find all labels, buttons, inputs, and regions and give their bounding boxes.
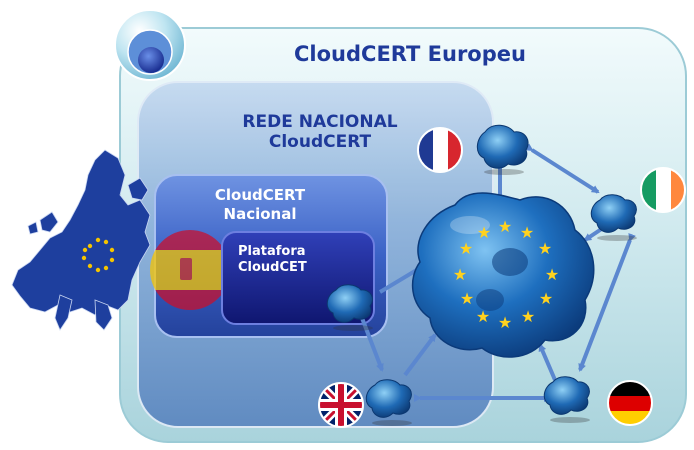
united-kingdom-flag-icon <box>318 382 364 428</box>
germany-flag-icon <box>607 380 653 426</box>
platform-title: Platafora CloudCET <box>238 244 358 276</box>
svg-text:★: ★ <box>520 223 534 242</box>
svg-text:★: ★ <box>538 239 552 258</box>
france-flag-icon <box>417 127 463 173</box>
outer-title: CloudCERT Europeu <box>294 42 526 66</box>
network-node-icon <box>326 284 373 331</box>
eu-stars: ★★★ ★★★ ★★★ ★★★ <box>453 217 559 332</box>
platform-title-line1: Platafora <box>238 244 306 259</box>
svg-text:★: ★ <box>476 307 490 326</box>
svg-text:★: ★ <box>477 223 491 242</box>
svg-text:★: ★ <box>498 217 512 236</box>
svg-text:★: ★ <box>453 265 467 284</box>
eu-map-stars <box>81 237 115 273</box>
logo-bubble-icon <box>114 9 186 81</box>
network-node-icon <box>365 379 412 426</box>
svg-text:★: ★ <box>460 289 474 308</box>
platform-title-line2: CloudCET <box>238 260 307 275</box>
national-box-title: CloudCERT Nacional <box>190 186 330 224</box>
network-node-icon <box>476 124 529 175</box>
eu-map-icon <box>11 149 151 331</box>
network-node-icon <box>543 376 590 423</box>
spain-flag-icon <box>150 230 230 310</box>
national-network-title: REDE NACIONAL CloudCERT <box>205 112 435 152</box>
svg-text:★: ★ <box>521 307 535 326</box>
network-node-icon <box>590 194 637 241</box>
national-network-title-line1: REDE NACIONAL <box>242 112 398 132</box>
national-network-title-line2: CloudCERT <box>268 132 372 152</box>
svg-text:★: ★ <box>545 265 559 284</box>
svg-text:★: ★ <box>539 289 553 308</box>
svg-text:★: ★ <box>498 313 512 332</box>
eu-cloud-blob <box>411 192 595 358</box>
national-box-title-line2: Nacional <box>223 205 297 223</box>
national-box-title-line1: CloudCERT <box>214 186 306 204</box>
ireland-flag-icon <box>640 167 686 213</box>
svg-text:★: ★ <box>459 239 473 258</box>
